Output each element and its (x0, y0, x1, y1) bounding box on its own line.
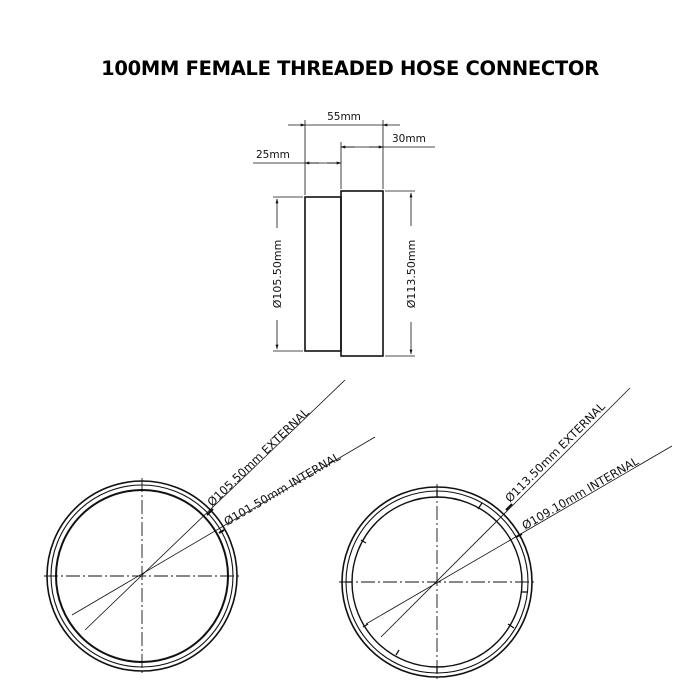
left-internal-label: Ø101.50mm INTERNAL (221, 449, 343, 528)
small-section-length-label: 25mm (256, 149, 290, 161)
dimension-small-section: 25mm (253, 149, 342, 165)
dimension-overall-length: 55mm (288, 111, 400, 127)
drawing-title: 100MM FEMALE THREADED HOSE CONNECTOR (101, 57, 599, 80)
large-section-body (340, 190, 384, 357)
right-end-view: Ø113.50mm EXTERNAL Ø109.10mm INTERNAL (339, 387, 673, 680)
small-diameter-label: Ø105.50mm (271, 240, 284, 309)
dimension-small-diameter: Ø105.50mm (268, 196, 303, 352)
dimension-large-diameter: Ø113.50mm (385, 190, 420, 357)
side-view: 55mm 30mm 25mm Ø105.50mm (253, 111, 435, 357)
large-diameter-label: Ø113.50mm (405, 240, 418, 309)
large-section-length-label: 30mm (392, 133, 426, 145)
small-section-body (304, 196, 342, 352)
left-external-label: Ø105.50mm EXTERNAL (204, 405, 312, 509)
dimension-large-section: 30mm (340, 133, 435, 149)
overall-length-label: 55mm (327, 111, 361, 123)
thread-notches (346, 490, 528, 673)
left-end-view: Ø105.50mm EXTERNAL Ø101.50mm INTERNAL (44, 379, 376, 673)
